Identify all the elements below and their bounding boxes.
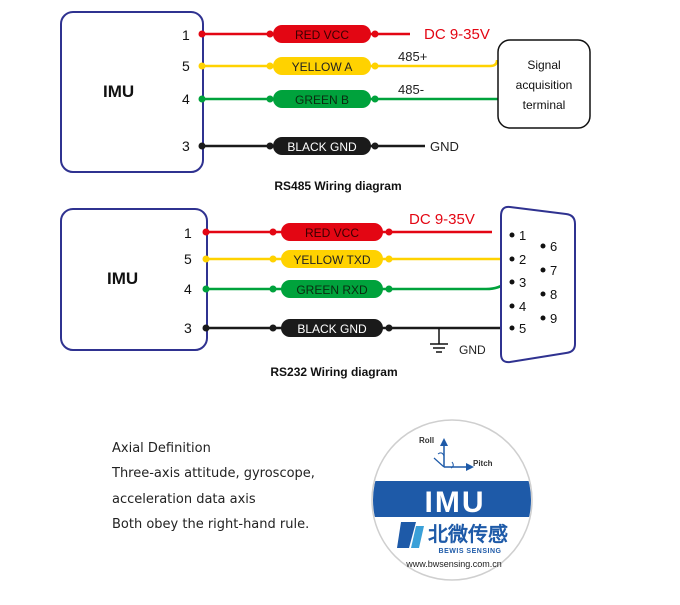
- rs232-imu-box: [60, 208, 208, 351]
- rs232-power-label: DC 9-35V: [409, 211, 475, 228]
- badge-band: [373, 481, 531, 517]
- rs232-pin-3: 3: [184, 320, 192, 336]
- rs232-red-label: RED VCC: [305, 226, 359, 240]
- rs232-yellow-connector: [281, 250, 383, 268]
- rs232-pin-5: 5: [184, 251, 192, 267]
- db9-pin-7: 7: [550, 263, 557, 278]
- rs485-imu-box: [60, 11, 204, 173]
- rs485-minus-label: 485-: [398, 82, 424, 97]
- badge-pitch-label: Pitch: [473, 459, 493, 468]
- rs485-power-label: DC 9-35V: [424, 26, 490, 43]
- signal-terminal-box: [497, 39, 591, 129]
- rs485-imu-label: IMU: [103, 82, 134, 101]
- rs232-yellow-label: YELLOW TXD: [293, 253, 370, 267]
- db9-pin-5: 5: [519, 321, 526, 336]
- rs485-yellow-label: YELLOW A: [292, 60, 353, 74]
- rs485-black-connector: [273, 137, 371, 155]
- rs485-green-connector: [273, 90, 371, 108]
- db9-pin-6: 6: [550, 239, 557, 254]
- rs232-green-label: GREEN RXD: [296, 283, 368, 297]
- terminal-line-1: Signal: [527, 58, 560, 72]
- axial-definition-line-1: Three-axis attitude, gyroscope,: [112, 466, 315, 481]
- terminal-line-3: terminal: [523, 98, 566, 112]
- rs485-pin-3: 3: [182, 138, 190, 154]
- rs232-black-label: BLACK GND: [297, 322, 367, 336]
- axial-definition-title: Axial Definition: [112, 441, 211, 456]
- rs485-green-label: GREEN B: [295, 93, 349, 107]
- badge-url-text: www.bwsensing.com.cn: [405, 559, 502, 569]
- terminal-line-2: acquisition: [516, 78, 573, 92]
- axis-icon: [433, 438, 474, 471]
- db9-pin-8: 8: [550, 287, 557, 302]
- rs485-diagram: IMU 1 5 4 3 RED VCC DC 9-35V YELLOW A 48…: [60, 11, 591, 193]
- db9-connector: [500, 205, 576, 364]
- rs232-red-connector: [281, 223, 383, 241]
- rs232-diagram: IMU 1 5 4 3 RED VCC DC 9-35V YELLOW TXD …: [60, 205, 576, 379]
- rs232-black-connector: [281, 319, 383, 337]
- badge-imu-text: IMU: [425, 486, 486, 519]
- axial-definition-line-2: acceleration data axis: [112, 492, 256, 507]
- rs485-yellow-connector: [273, 57, 371, 75]
- rs232-caption: RS232 Wiring diagram: [270, 365, 397, 379]
- badge-brand-text: BEWIS SENSING: [439, 548, 502, 555]
- db9-pin-2: 2: [519, 252, 526, 267]
- db9-pin-4: 4: [519, 299, 526, 314]
- rs232-gnd-label: GND: [459, 343, 486, 357]
- rs485-plus-label: 485+: [398, 49, 427, 64]
- rs485-red-label: RED VCC: [295, 28, 349, 42]
- rs485-caption: RS485 Wiring diagram: [274, 179, 401, 193]
- rs232-pin-4: 4: [184, 281, 192, 297]
- axial-definition-line-3: Both obey the right-hand rule.: [112, 517, 310, 532]
- badge-roll-label: Roll: [419, 436, 434, 445]
- imu-badge: IMU Roll Pitch 北微传感 BEWIS SENSING www.bw…: [371, 419, 533, 581]
- ground-symbol: [430, 328, 448, 353]
- rs485-pin-1: 1: [182, 27, 190, 43]
- rs232-imu-label: IMU: [107, 269, 138, 288]
- db9-pin-1: 1: [519, 228, 526, 243]
- badge-chinese-text: 北微传感: [428, 522, 508, 546]
- rs485-pin-4: 4: [182, 91, 190, 107]
- rs232-pin-1: 1: [184, 225, 192, 241]
- rs485-black-label: BLACK GND: [287, 140, 357, 154]
- db9-pin-3: 3: [519, 275, 526, 290]
- rs485-pin-5: 5: [182, 58, 190, 74]
- rs232-green-connector: [281, 280, 383, 298]
- rs485-red-connector: [273, 25, 371, 43]
- db9-pin-9: 9: [550, 311, 557, 326]
- rs485-gnd-label: GND: [430, 139, 459, 154]
- bewis-logo-icon: [397, 522, 424, 548]
